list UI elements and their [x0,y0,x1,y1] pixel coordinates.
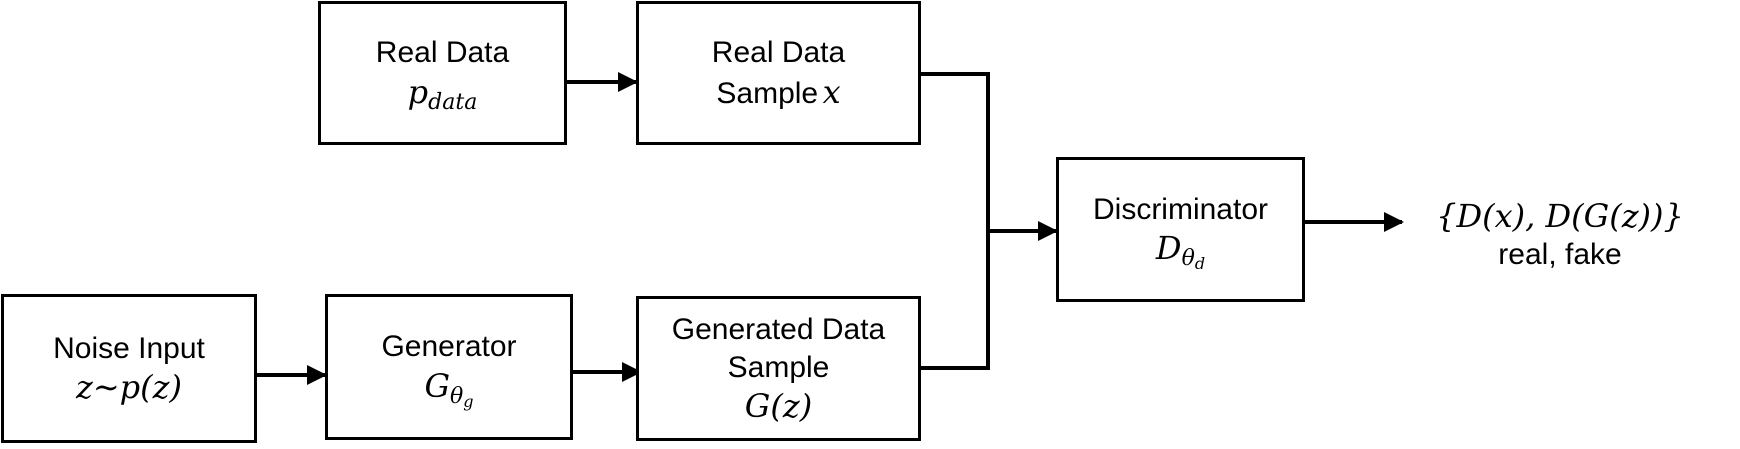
output-expression: {D(x), D(G(z))} [1436,197,1684,235]
noise-distribution: z∼p(z) [76,368,182,407]
real-data-sample-line2: Sample x [716,72,841,111]
noise-input-title: Noise Input [53,331,205,365]
connector-generated-sample-to-junction [920,231,990,370]
connector-real-sample-to-junction [920,72,990,231]
discriminator-title: Discriminator [1092,192,1269,226]
generator-node: Generator Gθg [325,294,573,440]
real-data-sample-line1: Real Data [711,36,846,69]
noise-input-node: Noise Input z∼p(z) [1,294,257,443]
real-data-node: Real Data pdata [318,1,567,145]
real-sample-variable: x [822,72,841,111]
generated-data-sample-node: Generated Data Sample G(z) [636,296,921,441]
discriminator-output: {D(x), D(G(z))} real, fake [1410,196,1710,274]
real-data-distribution: pdata [407,72,478,115]
real-data-title: Real Data [375,36,510,70]
output-caption: real, fake [1498,238,1622,271]
generator-title: Generator [381,330,517,364]
generated-sample-line1: Generated Data [671,313,886,346]
generated-sample-line2: Sample [727,350,830,384]
real-data-sample-node: Real Data Sample x [636,1,921,145]
generated-sample-symbol: G(z) [744,387,813,425]
discriminator-node: Discriminator Dθd [1056,157,1305,302]
generator-symbol: Gθg [424,366,474,411]
discriminator-symbol: Dθd [1155,229,1206,274]
